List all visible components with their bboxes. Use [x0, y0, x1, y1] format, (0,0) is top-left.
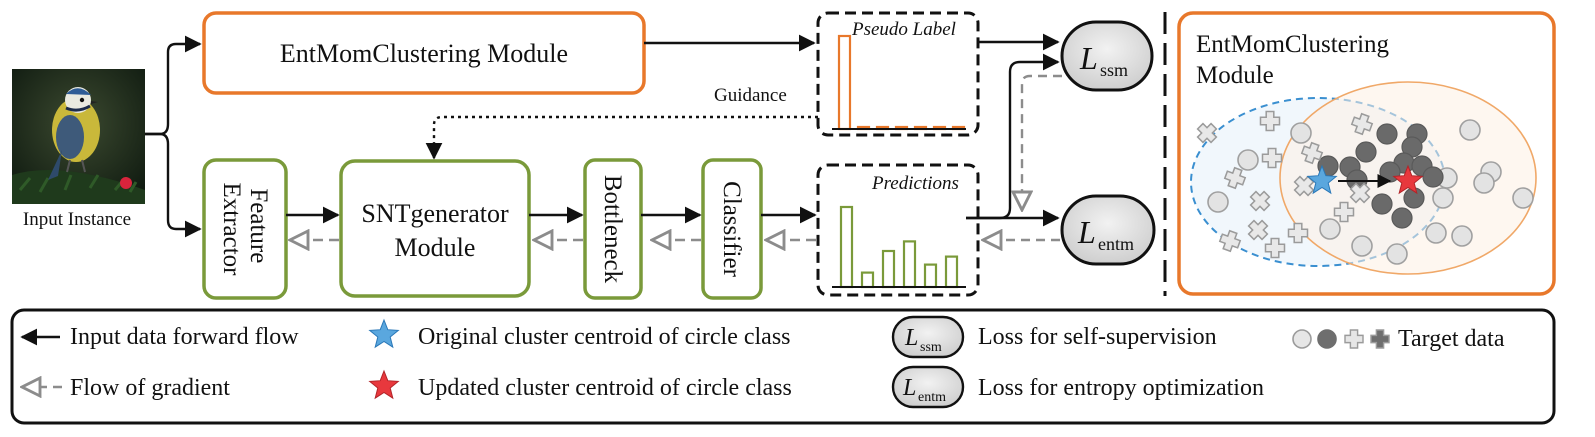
guidance-arrow [425, 115, 818, 160]
legend-gradient-text: Flow of gradient [70, 375, 230, 401]
original-centroid-star [1306, 164, 1338, 195]
pseudo-label-title: Pseudo Label [851, 19, 956, 40]
light-circle-point [1319, 218, 1341, 240]
light-circle-point [1290, 122, 1312, 144]
loss-entm-subscript: entm [1098, 234, 1134, 254]
legend-entm-symbol: L [902, 375, 916, 401]
legend-red-star-icon [368, 369, 400, 400]
light-circle-point [1459, 119, 1481, 141]
legend-ssm-text: Loss for self-supervision [978, 324, 1217, 350]
target-data-scatter [1192, 110, 1534, 265]
dark-circle-point [1422, 166, 1444, 188]
loss-entm-symbol: L [1077, 214, 1096, 250]
snt-line2: Module [395, 233, 476, 262]
prediction-bar [923, 263, 938, 289]
light-circle-point [1451, 225, 1473, 247]
snt-line1: SNTgenerator [361, 199, 509, 228]
legend-entm-text: Loss for entropy optimization [978, 375, 1264, 401]
dark-circle-point [1376, 123, 1398, 145]
pseudo-label-panel [816, 11, 980, 137]
clustering-module-label: EntMomClustering Module [280, 39, 568, 68]
light-circle-point [1512, 187, 1534, 209]
feature-line2: Extractor [218, 182, 245, 276]
loss-ssm-symbol: L [1079, 40, 1098, 76]
light-circle-point [1425, 222, 1447, 244]
prediction-bar [881, 249, 896, 289]
snt-generator-box [339, 159, 531, 298]
input-branch-arrows [145, 35, 202, 238]
legend-updated-text: Updated cluster centroid of circle class [418, 375, 792, 401]
legend-entm-node: L entm [891, 365, 965, 409]
prediction-bar [860, 271, 875, 289]
clustering-detail-title-2: Module [1196, 62, 1274, 89]
feature-extractor-label: Feature Extractor [218, 182, 272, 276]
legend-target-icons [1292, 329, 1390, 349]
prediction-bar [839, 205, 854, 289]
dark-circle-icon [1317, 329, 1337, 349]
loss-entm-node: L entm [1060, 194, 1156, 266]
legend-forward-text: Input data forward flow [70, 324, 299, 350]
classifier-box [701, 158, 763, 300]
light-circle-point [1473, 172, 1495, 194]
classifier-label: Classifier [718, 181, 745, 277]
loss-gradient-arrows [983, 74, 1062, 240]
feature-extractor-box [202, 158, 288, 300]
legend-ssm-subscript: ssm [920, 340, 942, 355]
prediction-bar [902, 240, 917, 289]
bottleneck-text: Bottleneck [599, 175, 626, 284]
legend-ssm-node: L ssm [891, 315, 965, 359]
clustering-module-box [202, 11, 646, 95]
light-circle-point [1432, 187, 1454, 209]
light-circle-point [1207, 191, 1229, 213]
dark-circle-point [1371, 193, 1393, 215]
legend-original-text: Original cluster centroid of circle clas… [418, 324, 791, 350]
legend-target-text: Target data [1398, 326, 1505, 352]
input-image [12, 69, 145, 204]
light-circle-point [1237, 149, 1259, 171]
clustering-detail-title-1: EntMomClustering [1196, 31, 1390, 58]
legend-box [10, 308, 1556, 425]
loss-ssm-node: L ssm [1060, 20, 1154, 92]
guidance-label: Guidance [714, 85, 787, 106]
updated-centroid-star [1392, 164, 1424, 195]
legend-ssm-symbol: L [904, 325, 918, 351]
prediction-bar [944, 255, 959, 289]
predictions-to-losses-arrows [966, 33, 1060, 227]
legend-entm-subscript: entm [918, 390, 946, 405]
bottleneck-box [583, 158, 643, 300]
feature-line1: Feature [245, 188, 272, 263]
pseudo-label-bar [837, 34, 852, 131]
legend-blue-star-icon [368, 318, 400, 349]
loss-ssm-subscript: ssm [1100, 60, 1128, 80]
bottleneck-label: Bottleneck [599, 175, 626, 284]
classifier-text: Classifier [718, 181, 745, 277]
dark-circle-point [1391, 207, 1413, 229]
input-instance-label: Input Instance [23, 209, 131, 230]
light-circle-icon [1292, 329, 1312, 349]
light-circle-point [1351, 235, 1373, 257]
dark-circle-point [1355, 141, 1377, 163]
light-circle-point [1386, 243, 1408, 265]
predictions-panel [816, 163, 980, 297]
predictions-title: Predictions [871, 173, 959, 194]
